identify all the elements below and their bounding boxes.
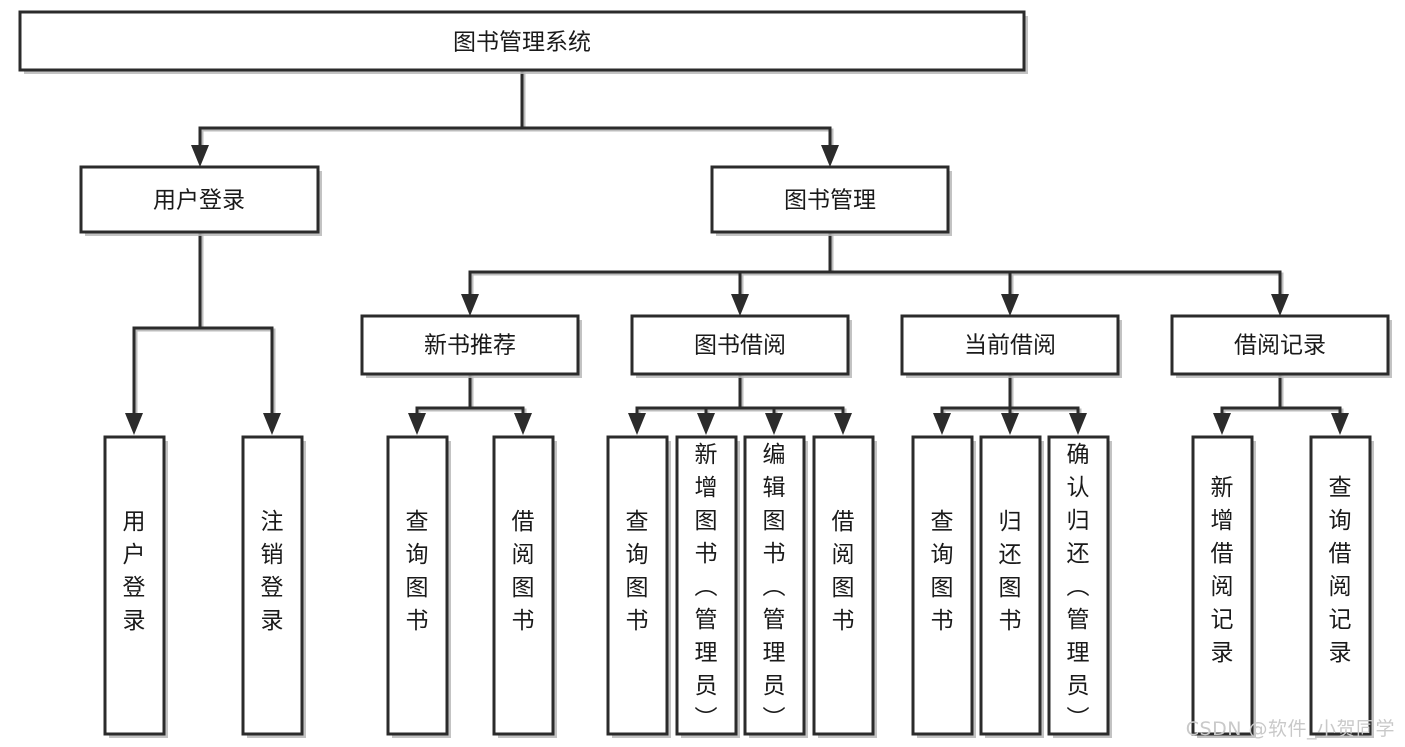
node-user-login[interactable]: 用户登录 [79,165,322,236]
node-leaf-logout-label: 注销登录 [261,509,284,634]
node-leaf-add-record[interactable]: 新增借阅记录 [1191,435,1256,738]
node-root-label: 图书管理系统 [453,30,591,56]
connector-borrowrecord-to-leaves [1213,373,1349,435]
node-book-borrow-label: 图书借阅 [694,333,786,359]
connector-bookborrow-to-leaves [628,373,852,435]
node-user-login-label: 用户登录 [153,188,245,214]
node-current-borrow[interactable]: 当前借阅 [900,314,1122,378]
node-leaf-return-book-label: 归还图书 [999,509,1022,634]
node-leaf-borrow-book-1[interactable]: 借阅图书 [492,435,557,738]
node-new-book-recommend-label: 新书推荐 [424,333,516,359]
connector-bookmanage-to-level3 [461,230,1289,316]
node-leaf-logout[interactable]: 注销登录 [241,435,306,738]
node-leaf-query-record[interactable]: 查询借阅记录 [1309,435,1374,738]
node-leaf-query-book-1[interactable]: 查询图书 [386,435,451,738]
node-leaf-user-login[interactable]: 用户登录 [103,435,168,738]
connector-currentborrow-to-leaves [933,373,1087,435]
node-leaf-borrow-book-1-label: 借阅图书 [512,509,535,634]
node-leaf-edit-book-label: 编辑图书︵管理员︶ [763,442,786,732]
connector-userlogin-to-leaves [125,230,281,435]
node-leaf-query-book-2[interactable]: 查询图书 [606,435,671,738]
node-leaf-query-book-3-label: 查询图书 [931,509,954,634]
node-leaf-user-login-label: 用户登录 [123,509,146,634]
node-current-borrow-label: 当前借阅 [964,333,1056,359]
node-leaf-confirm-return[interactable]: 确认归还︵管理员︶ [1047,435,1112,738]
node-leaf-query-book-3[interactable]: 查询图书 [911,435,976,738]
node-root-system[interactable]: 图书管理系统 [18,10,1028,74]
node-new-book-recommend[interactable]: 新书推荐 [360,314,582,378]
connector-root-to-level2 [191,69,839,167]
node-leaf-edit-book[interactable]: 编辑图书︵管理员︶ [743,435,808,738]
node-leaf-query-record-label: 查询借阅记录 [1329,475,1352,666]
node-leaf-add-book[interactable]: 新增图书︵管理员︶ [675,435,740,738]
node-leaf-add-book-label: 新增图书︵管理员︶ [695,442,718,732]
node-leaf-borrow-book-2-label: 借阅图书 [832,509,855,634]
node-book-borrow[interactable]: 图书借阅 [630,314,852,378]
node-borrow-record[interactable]: 借阅记录 [1170,314,1392,378]
node-leaf-query-book-1-label: 查询图书 [406,509,429,634]
node-book-manage[interactable]: 图书管理 [710,165,952,236]
connector-newbook-to-leaves [408,373,532,435]
node-borrow-record-label: 借阅记录 [1234,333,1326,359]
node-leaf-query-book-2-label: 查询图书 [626,509,649,634]
node-leaf-return-book[interactable]: 归还图书 [979,435,1044,738]
node-leaf-add-record-label: 新增借阅记录 [1211,475,1234,666]
node-leaf-confirm-return-label: 确认归还︵管理员︶ [1067,442,1090,732]
node-leaf-borrow-book-2[interactable]: 借阅图书 [812,435,877,738]
node-book-manage-label: 图书管理 [784,188,876,214]
